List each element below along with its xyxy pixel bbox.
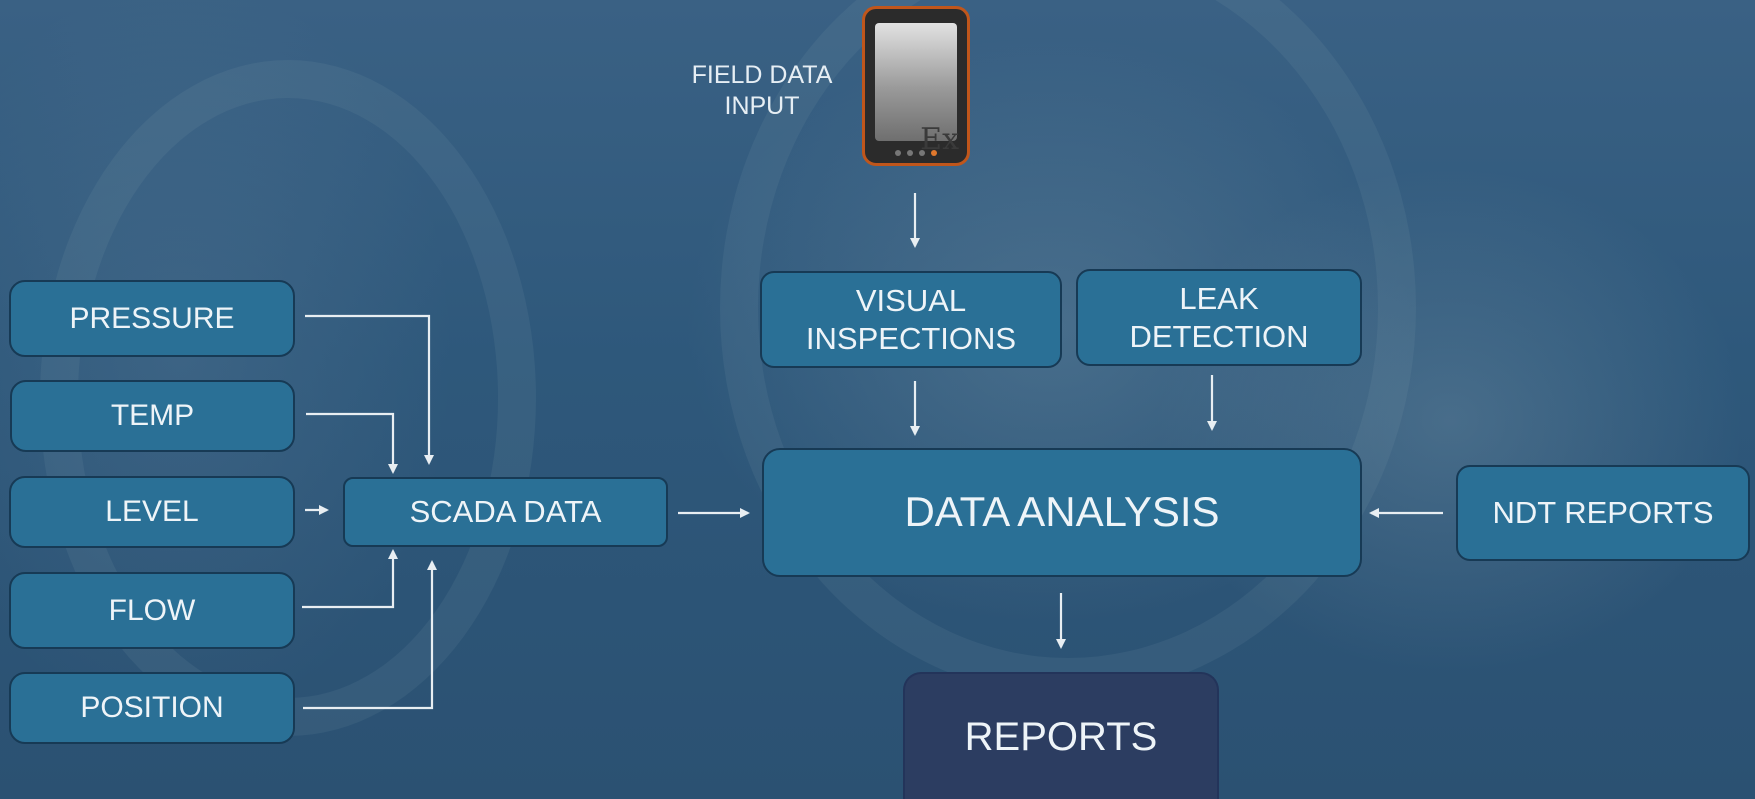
field-data-input-label: FIELD DATA INPUT — [691, 61, 833, 121]
node-data-analysis: DATA ANALYSIS — [762, 448, 1362, 577]
node-visual-inspections: VISUAL INSPECTIONS — [760, 271, 1062, 368]
arrow-temp-to-scada — [306, 412, 398, 474]
node-leak-detection: LEAK DETECTION — [1076, 269, 1362, 366]
node-scada-data: SCADA DATA — [343, 477, 668, 547]
arrow-position-to-scada — [303, 560, 437, 710]
arrow-pressure-to-scada — [305, 314, 434, 465]
node-position: POSITION — [9, 672, 295, 744]
node-reports: REPORTS — [903, 672, 1219, 799]
rugged-tablet-icon: Ex — [862, 6, 970, 166]
node-ndt-reports: NDT REPORTS — [1456, 465, 1750, 561]
node-flow: FLOW — [9, 572, 295, 649]
ex-badge: Ex — [920, 122, 959, 157]
arrow-flow-to-scada — [302, 549, 398, 609]
node-level: LEVEL — [9, 476, 295, 548]
node-pressure: PRESSURE — [9, 280, 295, 357]
node-temp: TEMP — [10, 380, 295, 452]
